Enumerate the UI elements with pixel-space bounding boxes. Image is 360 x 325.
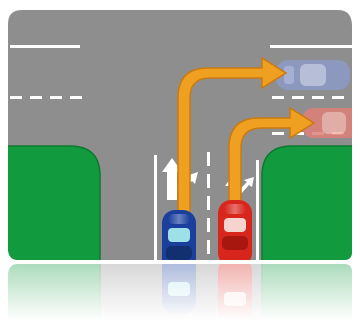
lane-edge-line <box>154 155 157 265</box>
road-scene <box>0 0 360 274</box>
grass-right <box>262 146 360 270</box>
grass-left <box>0 146 100 270</box>
lane-line-top-right <box>270 45 360 48</box>
lane-edge-line-right <box>256 160 259 265</box>
ghost-blue-car <box>276 60 350 90</box>
lane-line-top-left <box>10 45 80 48</box>
red-car <box>218 200 252 266</box>
reflection <box>0 250 360 320</box>
